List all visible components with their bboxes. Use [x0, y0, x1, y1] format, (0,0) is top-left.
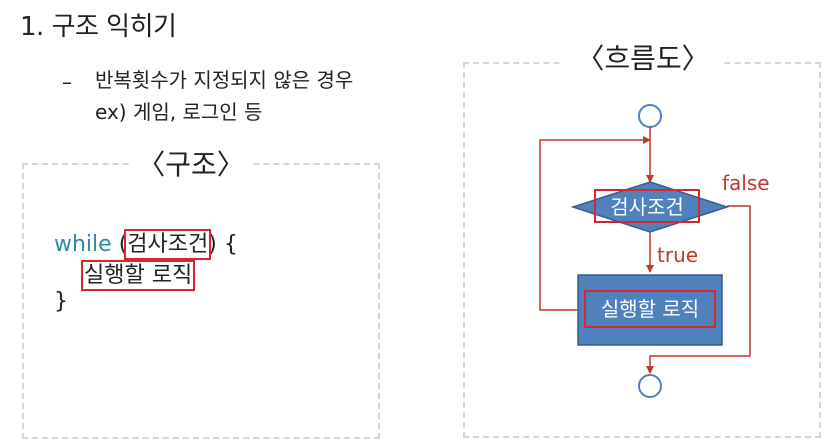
process-box	[577, 274, 723, 346]
bullet-dash: –	[62, 70, 72, 94]
condition-highlight: 검사조건	[124, 229, 212, 260]
arrow-loop-back	[539, 136, 651, 311]
bullet-text-line1: 반복횟수가 지정되지 않은 경우	[95, 68, 354, 92]
code-line-closing-brace: }	[54, 289, 68, 314]
arrow-false-exit	[646, 205, 751, 374]
decision-label: 검사조건	[610, 195, 684, 219]
page-title: 1. 구조 익히기	[20, 12, 177, 42]
flowchart-box-title: 〈흐름도〉	[563, 37, 723, 77]
end-terminal	[638, 374, 662, 398]
start-terminal	[638, 104, 662, 128]
while-keyword: while	[54, 232, 112, 257]
code-line-while: while (검사조건) {	[54, 226, 238, 260]
body-highlight: 실행할 로직	[80, 260, 196, 291]
true-label: true	[657, 243, 698, 267]
open-paren: (	[111, 232, 128, 257]
false-label: false	[722, 171, 770, 195]
close-paren-brace: ) {	[208, 232, 238, 257]
decision-diamond	[570, 181, 730, 233]
decision-label-highlight	[594, 189, 700, 223]
bullet-text-line2: ex) 게임, 로그인 등	[95, 100, 263, 124]
code-line-body: 실행할 로직	[80, 257, 196, 291]
process-label: 실행할 로직	[601, 297, 699, 321]
process-label-highlight	[584, 290, 716, 328]
structure-box-title: 〈구조〉	[130, 143, 252, 183]
